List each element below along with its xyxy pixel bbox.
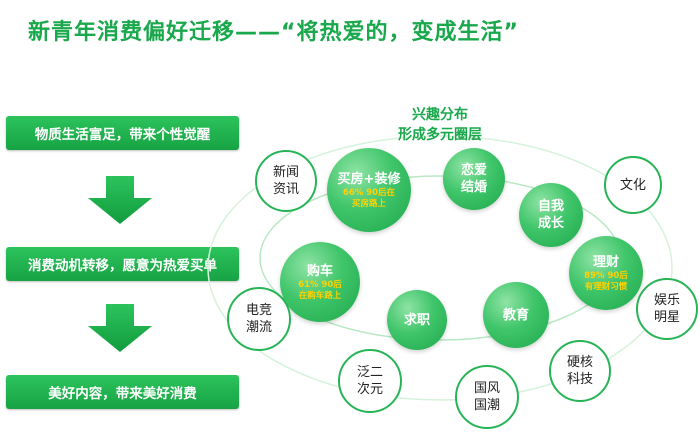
node-label: 娱乐 [653, 293, 680, 308]
node-label: 次元 [356, 382, 383, 397]
node-stat: 61% 90后 [298, 279, 342, 290]
node-job: 求职 [387, 290, 447, 350]
node-label: 资讯 [272, 182, 299, 197]
down-arrow-icon [88, 176, 152, 224]
node-label: 求职 [403, 312, 430, 328]
node-stat: 买房路上 [351, 198, 386, 209]
node-housing: 买房+装修 66% 90后在 买房路上 [327, 148, 411, 232]
node-esports: 电竞 潮流 [227, 287, 291, 351]
node-label: 明星 [653, 310, 680, 325]
node-label: 国潮 [473, 398, 500, 413]
node-stat: 有理财习惯 [584, 281, 628, 292]
node-label: 结婚 [460, 180, 487, 195]
down-arrow-icon [88, 304, 152, 352]
node-label: 国风 [473, 381, 500, 396]
node-label: 理财 [592, 254, 619, 270]
flow-step-2: 消费动机转移，愿意为热爱买单 [6, 247, 239, 281]
node-label: 文化 [619, 177, 646, 193]
node-guochao: 国风 国潮 [455, 365, 519, 429]
node-growth: 自我 成长 [519, 183, 583, 247]
node-label: 购车 [306, 263, 333, 279]
node-stat: 在购车路上 [298, 290, 342, 301]
node-label: 买房+装修 [337, 171, 401, 187]
page-title: 新青年消费偏好迁移——“将热爱的，变成生活” [28, 20, 519, 45]
node-label: 成长 [537, 216, 564, 231]
node-label: 教育 [502, 307, 529, 323]
node-label: 泛二 [356, 365, 383, 380]
node-label: 科技 [566, 372, 593, 387]
node-stat: 66% 90后在 [342, 187, 396, 198]
diagram-heading-line1: 兴趣分布 [412, 107, 468, 123]
node-finance: 理财 89% 90后 有理财习惯 [569, 236, 643, 310]
flow-step-1: 物质生活富足，带来个性觉醒 [6, 116, 239, 150]
node-label: 新闻 [272, 165, 299, 180]
node-tech: 硬核 科技 [549, 340, 611, 402]
node-label: 潮流 [245, 320, 272, 335]
node-car: 购车 61% 90后 在购车路上 [280, 242, 360, 322]
node-entertainment: 娱乐 明星 [636, 278, 698, 340]
node-label: 硬核 [566, 355, 593, 370]
node-label: 自我 [537, 199, 564, 214]
diagram-heading-line2: 形成多元圈层 [398, 127, 482, 143]
node-label: 恋爱 [460, 163, 487, 178]
node-love: 恋爱 结婚 [443, 148, 505, 210]
node-education: 教育 [483, 282, 549, 348]
node-stat: 89% 90后 [584, 270, 628, 281]
node-culture: 文化 [604, 156, 662, 214]
node-news: 新闻 资讯 [255, 150, 317, 212]
node-label: 电竞 [245, 303, 272, 318]
flow-step-3: 美好内容，带来美好消费 [6, 375, 239, 409]
node-acg: 泛二 次元 [338, 349, 402, 413]
